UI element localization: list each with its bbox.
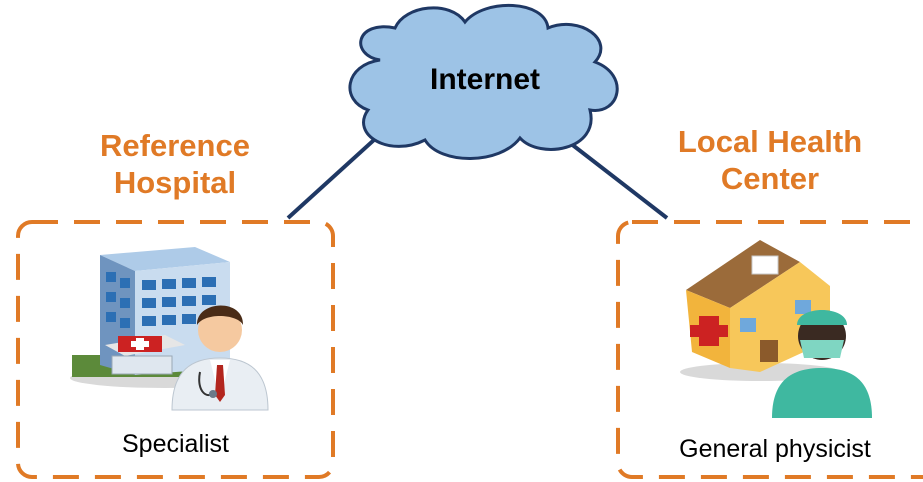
- reference-hospital-title-line2: Hospital: [113, 164, 237, 200]
- local-health-center-title-line1: Local Health: [677, 124, 863, 159]
- internet-label: Internet: [429, 63, 540, 96]
- local-health-center-frame: [616, 220, 923, 479]
- clinic-building-icon: [680, 240, 840, 381]
- hospital-building-icon: [70, 247, 260, 388]
- connector-line-left: [286, 128, 387, 220]
- cloud-icon: [348, 3, 619, 160]
- reference-hospital-frame: [16, 220, 335, 479]
- connector-line-right: [568, 141, 669, 220]
- reference-hospital-title: Reference Hospital: [60, 128, 290, 201]
- local-health-center-title-line2: Center: [720, 160, 820, 196]
- reference-hospital-title-line1: Reference: [100, 128, 250, 163]
- general-physician-avatar-icon: [772, 310, 872, 418]
- local-health-center-title: Local Health Center: [640, 124, 900, 197]
- specialist-caption: Specialist: [122, 430, 229, 458]
- specialist-avatar-icon: [171, 305, 269, 411]
- general-physicist-caption: General physicist: [679, 435, 871, 463]
